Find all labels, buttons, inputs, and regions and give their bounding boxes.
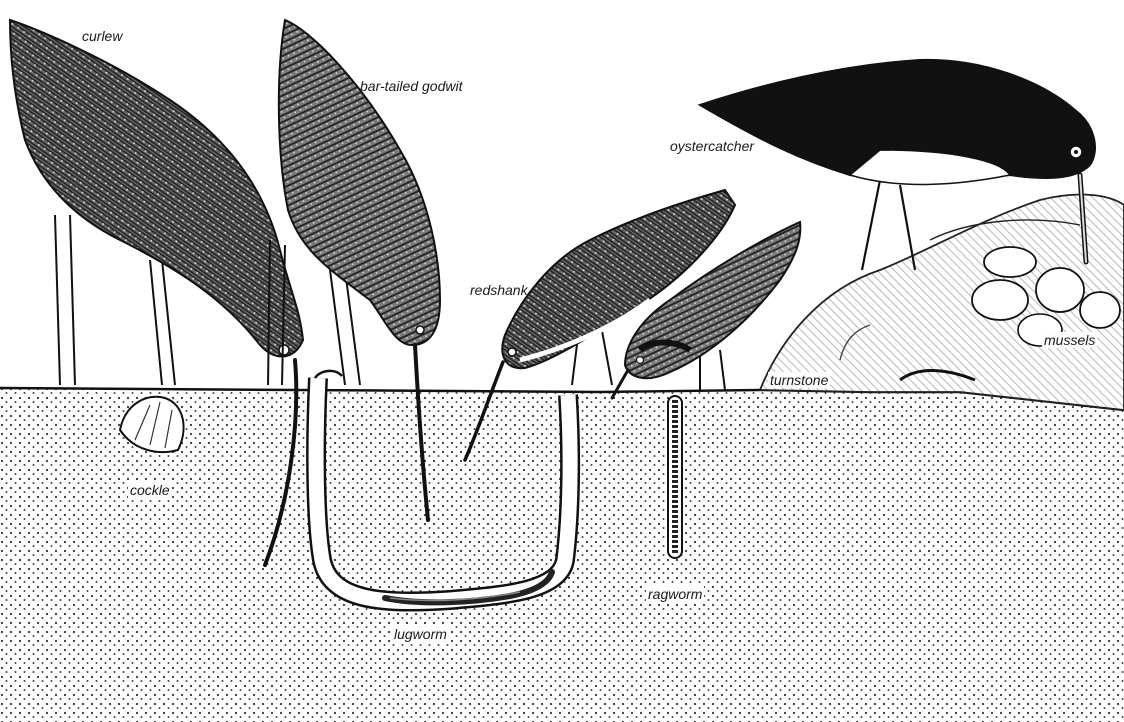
label-lugworm: lugworm	[392, 626, 449, 642]
label-curlew: curlew	[82, 28, 122, 44]
label-ragworm: ragworm	[646, 586, 704, 602]
label-cockle: cockle	[128, 482, 172, 498]
ragworm-burrow	[668, 396, 682, 558]
label-bar-tailed-godwit: bar-tailed godwit	[360, 78, 462, 94]
label-turnstone: turnstone	[768, 372, 830, 388]
label-redshank: redshank	[470, 282, 528, 298]
label-oystercatcher: oystercatcher	[670, 138, 754, 154]
label-mussels: mussels	[1042, 332, 1097, 348]
